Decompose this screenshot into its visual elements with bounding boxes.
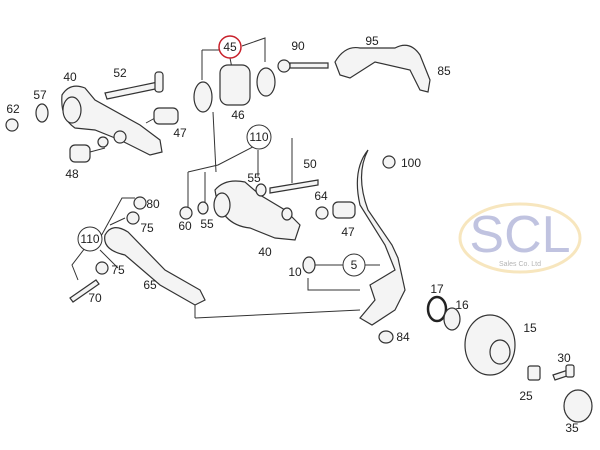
- label-40a[interactable]: 40: [63, 70, 77, 84]
- control-arm-40b: [179, 137, 356, 241]
- label-110b[interactable]: 110: [80, 232, 99, 246]
- label-80[interactable]: 80: [146, 197, 160, 211]
- label-35[interactable]: 35: [565, 421, 579, 435]
- bolt-90: [277, 59, 329, 73]
- label-47b[interactable]: 47: [341, 225, 355, 239]
- label-75a[interactable]: 75: [140, 221, 154, 235]
- label-47a[interactable]: 47: [173, 126, 187, 140]
- label-17[interactable]: 17: [430, 282, 444, 296]
- label-64[interactable]: 64: [314, 189, 328, 203]
- label-95[interactable]: 95: [365, 34, 379, 48]
- label-25[interactable]: 25: [519, 389, 533, 403]
- label-46[interactable]: 46: [231, 108, 245, 122]
- label-50[interactable]: 50: [303, 157, 317, 171]
- nut-62: [5, 118, 19, 132]
- bushing-kit-45: [193, 37, 276, 173]
- part-labels: 45 90 95 85 52 40 57 62 46 47 48 110 50 …: [6, 34, 579, 435]
- bushing-48: [69, 144, 106, 163]
- callout-circle-110b: [77, 226, 103, 252]
- label-90[interactable]: 90: [291, 39, 305, 53]
- label-75b[interactable]: 75: [111, 263, 125, 277]
- watermark: SCL Sales Co. Ltd: [458, 202, 582, 274]
- nut-84: [378, 330, 394, 344]
- label-62[interactable]: 62: [6, 102, 20, 116]
- seal-17: [426, 295, 448, 323]
- washer-57: [35, 103, 49, 123]
- control-arm-65: [69, 196, 206, 318]
- label-10[interactable]: 10: [288, 265, 302, 279]
- label-52[interactable]: 52: [113, 66, 127, 80]
- label-45[interactable]: 45: [223, 40, 237, 54]
- label-110a[interactable]: 110: [249, 130, 268, 144]
- label-5[interactable]: 5: [351, 258, 358, 272]
- label-16[interactable]: 16: [455, 298, 469, 312]
- bolt-30: [552, 364, 575, 381]
- label-70[interactable]: 70: [88, 291, 102, 305]
- cap-35: [563, 389, 593, 423]
- label-57[interactable]: 57: [33, 88, 47, 102]
- label-100[interactable]: 100: [401, 156, 421, 170]
- highlight-circle-45: [218, 35, 242, 59]
- label-48[interactable]: 48: [65, 167, 79, 181]
- label-60[interactable]: 60: [178, 219, 192, 233]
- bolt-52: [104, 71, 164, 100]
- label-40b[interactable]: 40: [258, 245, 272, 259]
- label-85[interactable]: 85: [437, 64, 451, 78]
- watermark-text: SCL: [469, 206, 570, 264]
- upper-arm-85: [334, 44, 431, 93]
- label-15[interactable]: 15: [523, 321, 537, 335]
- label-30[interactable]: 30: [557, 351, 571, 365]
- part-25: [527, 365, 541, 381]
- bearing-16: [443, 307, 461, 331]
- callout-circle-110a: [246, 124, 272, 150]
- wheel-hub-15: [464, 314, 516, 376]
- label-84[interactable]: 84: [396, 330, 410, 344]
- callout-circle-5: [342, 253, 366, 277]
- label-55a[interactable]: 55: [247, 171, 261, 185]
- watermark-subtext: Sales Co. Ltd: [499, 261, 541, 268]
- control-arm-40: [61, 85, 163, 156]
- label-55b[interactable]: 55: [200, 217, 214, 231]
- steering-knuckle: [194, 149, 406, 326]
- label-65[interactable]: 65: [143, 278, 157, 292]
- ball-joint-47: [145, 107, 179, 125]
